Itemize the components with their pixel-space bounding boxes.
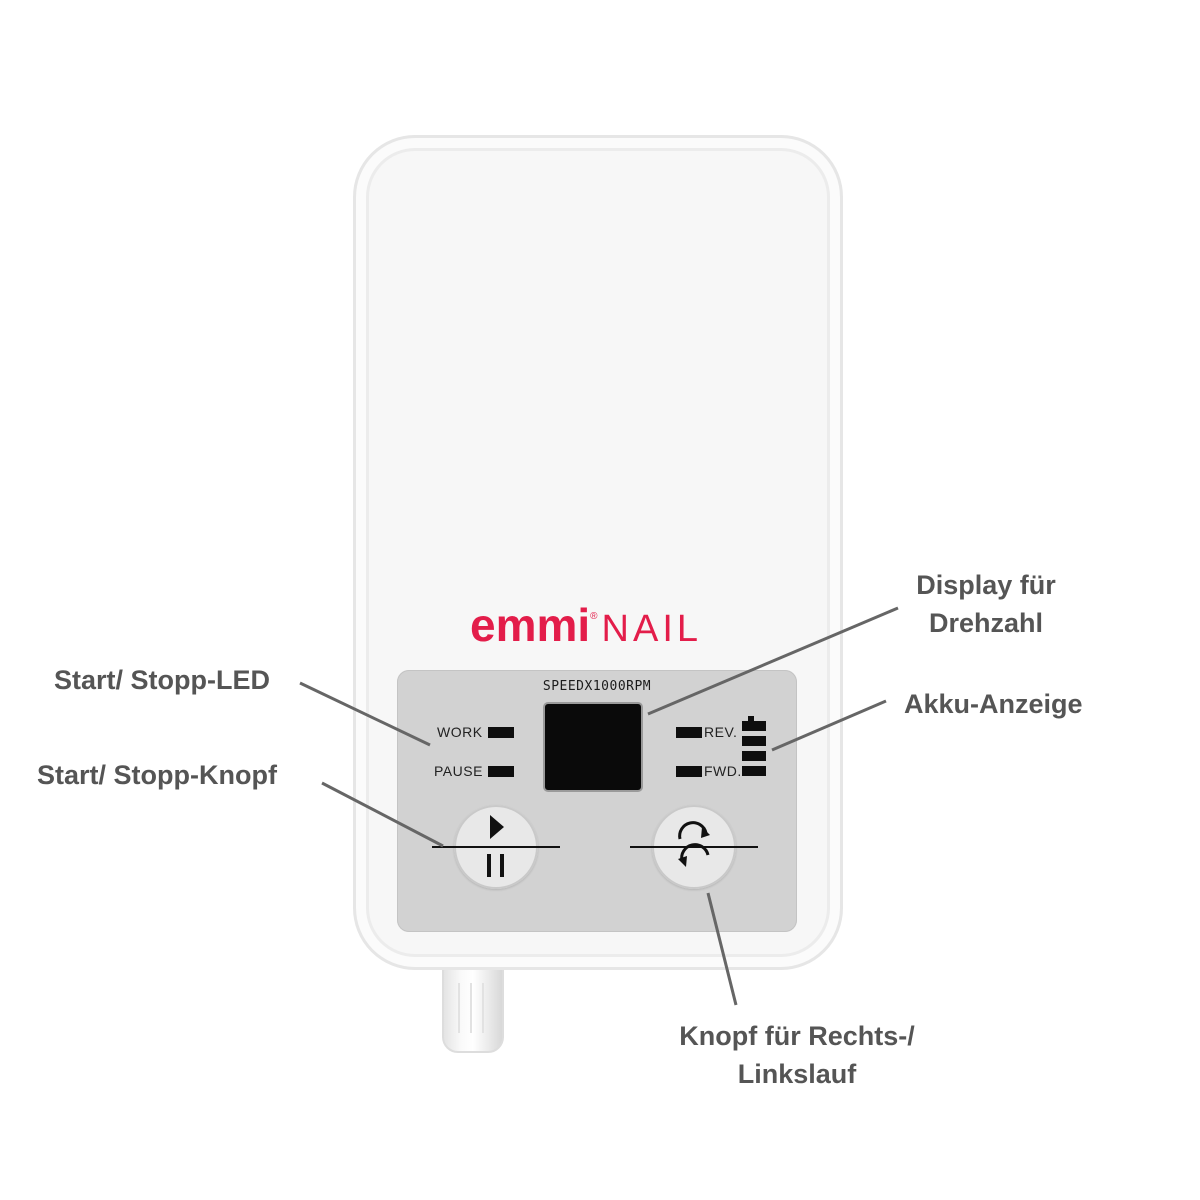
fwd-label: FWD. [704,763,742,779]
battery-indicator-icon [742,716,766,776]
rev-led [676,727,702,738]
callout-button: Start/ Stopp-Knopf [37,760,277,790]
direction-button[interactable] [630,805,758,889]
callout-display: Display für Drehzahl [916,570,1056,638]
start-stop-button[interactable] [432,805,560,889]
control-panel: SPEEDX1000RPM WORK PAUSE REV. FWD. [397,670,797,932]
callout-direction: Knopf für Rechts-/ Linkslauf [679,1021,915,1089]
speed-display [545,704,641,790]
speed-knob[interactable] [442,963,504,1053]
play-pause-icon [487,815,504,877]
rotation-direction-icon [678,821,710,867]
callout-led: Start/ Stopp-LED [54,665,270,695]
pause-label: PAUSE [434,763,483,779]
rev-label: REV. [704,724,738,740]
pause-led [488,766,514,777]
callout-battery: Akku-Anzeige [904,689,1083,719]
speed-label: SPEEDX1000RPM [542,679,652,694]
fwd-led [676,766,702,777]
work-label: WORK [437,724,483,740]
brand-logo: emmi®NAIL [470,599,703,651]
work-led [488,727,514,738]
